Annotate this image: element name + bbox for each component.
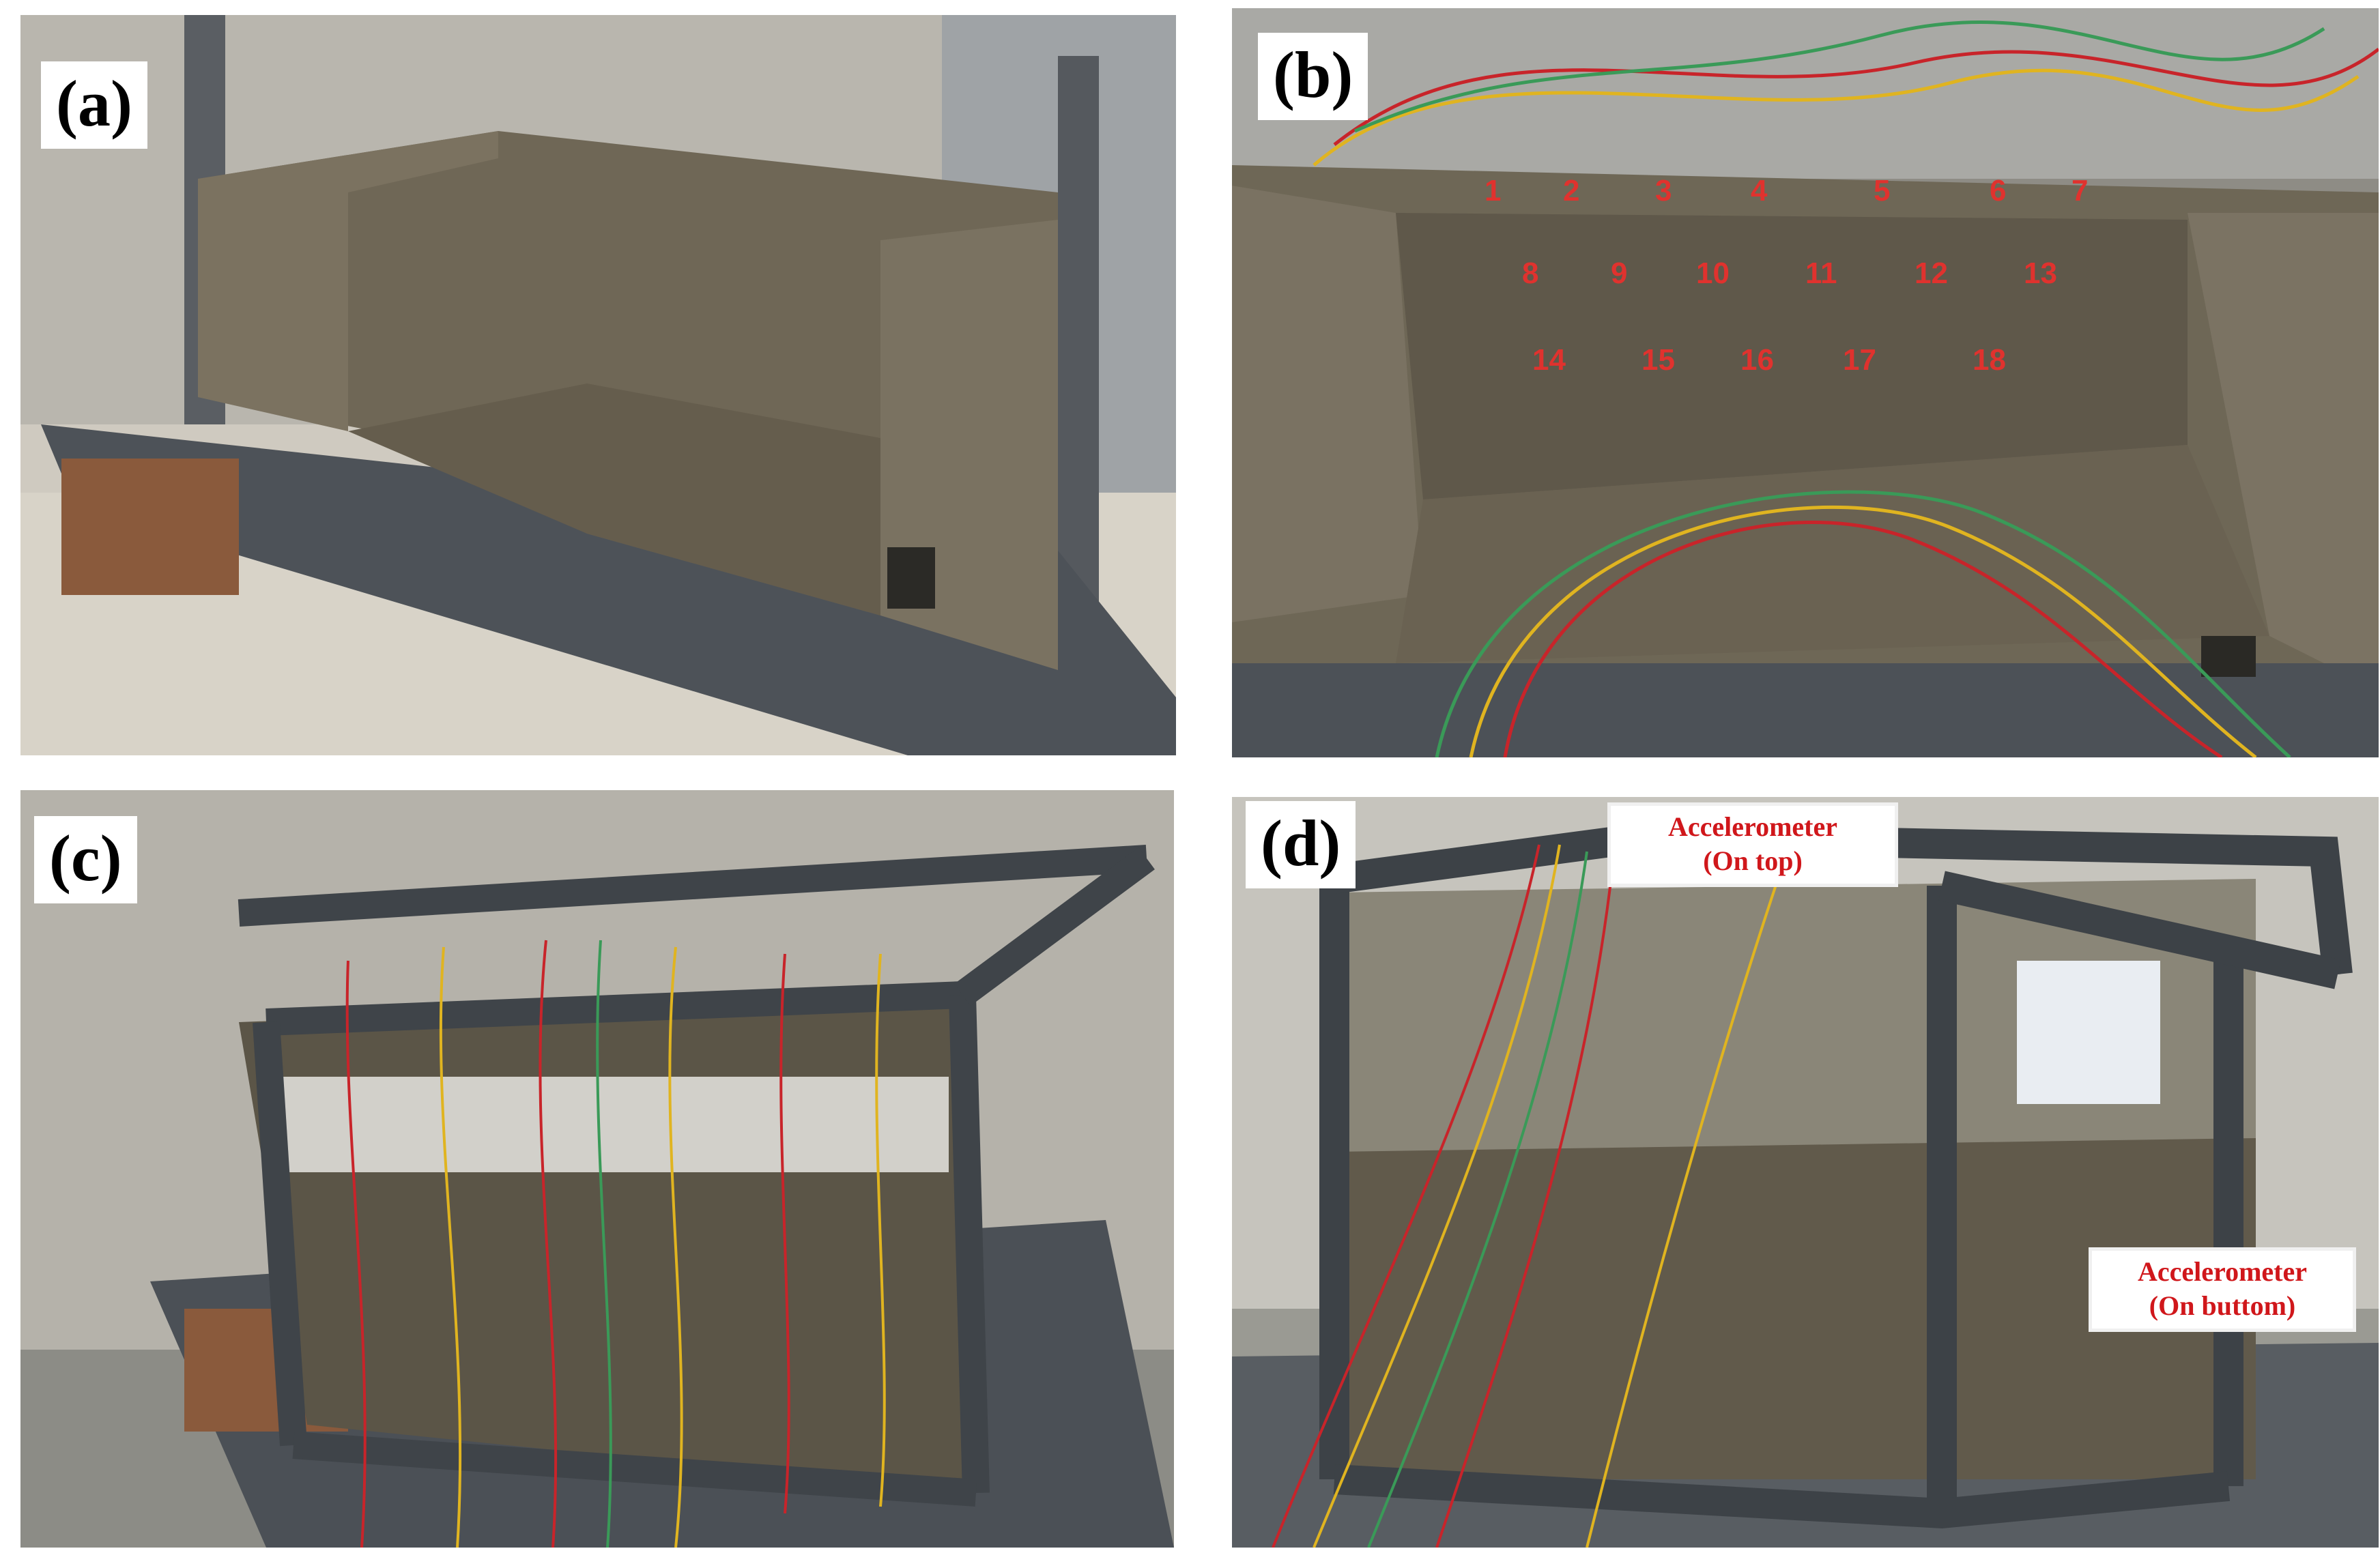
panel-c-photo [20, 790, 1174, 1548]
panel-a-label: (a) [41, 61, 147, 149]
panel-d-photo [1232, 797, 2379, 1548]
sensor-label: 11 [1805, 257, 1837, 290]
sensor-label: 13 [2024, 257, 2057, 290]
sensor-label: 6 [1990, 174, 2006, 207]
panel-c-label: (c) [34, 816, 137, 903]
accelerometer-top-callout: Accelerometer (On top) [1607, 802, 1898, 887]
panel-d-label: (d) [1246, 801, 1356, 888]
panel-b: 1 2 3 4 5 6 7 8 9 10 11 12 13 14 15 16 1… [1232, 8, 2379, 757]
sensor-label: 9 [1611, 257, 1627, 290]
sensor-label: 2 [1563, 174, 1579, 207]
sensor-label: 7 [2071, 174, 2088, 207]
sensor-label: 10 [1696, 257, 1730, 290]
callout-top-line1: Accelerometer [1668, 811, 1837, 842]
sensor-labels: 1 2 3 4 5 6 7 8 9 10 11 12 13 14 15 16 1… [1485, 174, 2088, 377]
callout-bottom-line2: (On buttom) [2149, 1290, 2296, 1321]
callout-top-line2: (On top) [1703, 845, 1803, 876]
sensor-label: 17 [1843, 343, 1876, 377]
panel-a: (a) [20, 15, 1176, 755]
sensor-label: 18 [1973, 343, 2006, 377]
sensor-label: 15 [1641, 343, 1675, 377]
panel-b-photo: 1 2 3 4 5 6 7 8 9 10 11 12 13 14 15 16 1… [1232, 8, 2379, 757]
accelerometer-bottom-callout: Accelerometer (On buttom) [2089, 1247, 2356, 1332]
panel-a-photo [20, 15, 1176, 755]
panel-b-label: (b) [1258, 33, 1368, 120]
panel-c: (c) [20, 790, 1174, 1548]
sensor-label: 5 [1874, 174, 1890, 207]
sensor-label: 12 [1915, 257, 1948, 290]
callout-bottom-line1: Accelerometer [2138, 1256, 2307, 1287]
sensor-label: 8 [1522, 257, 1538, 290]
sensor-label: 4 [1751, 174, 1768, 207]
sensor-label: 1 [1485, 174, 1501, 207]
panel-d: (d) Accelerometer (On top) Accelerometer… [1232, 797, 2379, 1548]
sensor-label: 16 [1740, 343, 1774, 377]
sensor-label: 14 [1532, 343, 1566, 377]
sensor-label: 3 [1655, 174, 1672, 207]
